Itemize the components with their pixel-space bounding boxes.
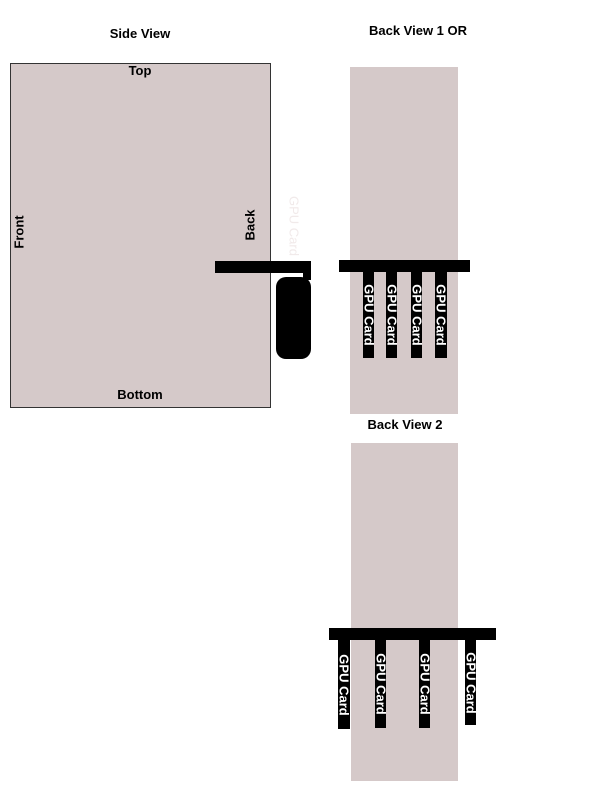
gpu-card: GPU Card (463, 640, 478, 725)
bottom-label: Bottom (117, 387, 163, 402)
side-view-title: Side View (109, 26, 171, 41)
front-label: Front (11, 215, 27, 249)
bracket-connector (303, 272, 311, 280)
back-view-1-title: Back View 1 OR (368, 23, 468, 38)
gpu-card: GPU Card (337, 640, 352, 729)
top-label: Top (128, 63, 152, 78)
back-view-2-bar (329, 628, 496, 640)
gpu-card: GPU Card (417, 640, 432, 728)
ghost-gpu-card-label: GPU Card (286, 196, 302, 256)
gpu-card: GPU Card (373, 640, 388, 728)
case-side-panel (10, 63, 271, 408)
gpu-card: GPU Card (434, 272, 449, 358)
back-view-2-title: Back View 2 (367, 417, 443, 432)
pcie-bracket-bar (215, 261, 311, 273)
gpu-card: GPU Card (409, 272, 424, 358)
back-view-1-bar (339, 260, 470, 272)
back-view-2-panel (351, 443, 458, 781)
gpu-card-side (276, 277, 311, 359)
back-view-1-panel (350, 67, 458, 414)
gpu-card: GPU Card (384, 272, 399, 358)
gpu-card: GPU Card (361, 272, 376, 358)
back-label: Back (242, 209, 258, 241)
